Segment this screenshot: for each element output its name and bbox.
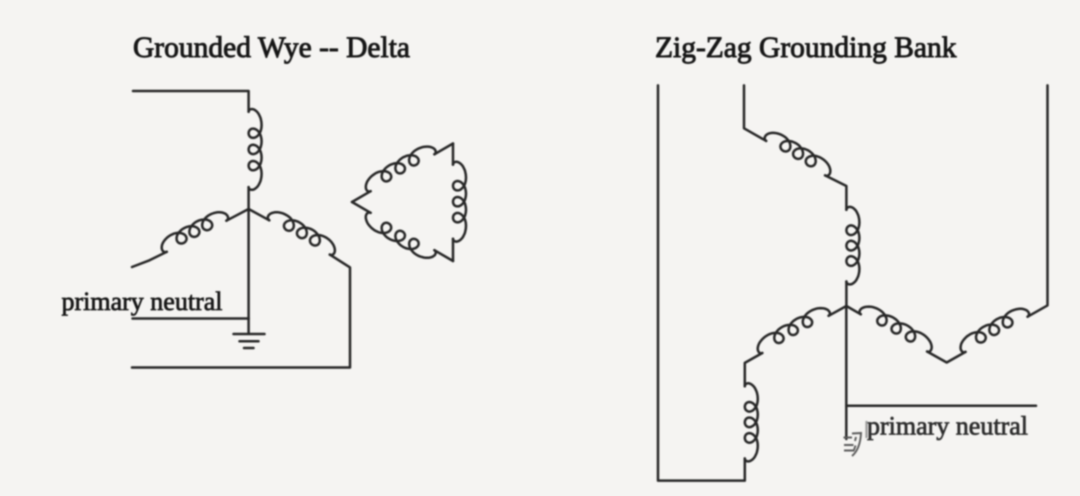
svg-text:Grounded Wye -- Delta: Grounded Wye -- Delta	[133, 32, 410, 64]
svg-text:primary neutral: primary neutral	[62, 287, 223, 316]
svg-text:Zig-Zag Grounding Bank: Zig-Zag Grounding Bank	[655, 32, 957, 64]
svg-text:primary neutral: primary neutral	[867, 412, 1028, 441]
